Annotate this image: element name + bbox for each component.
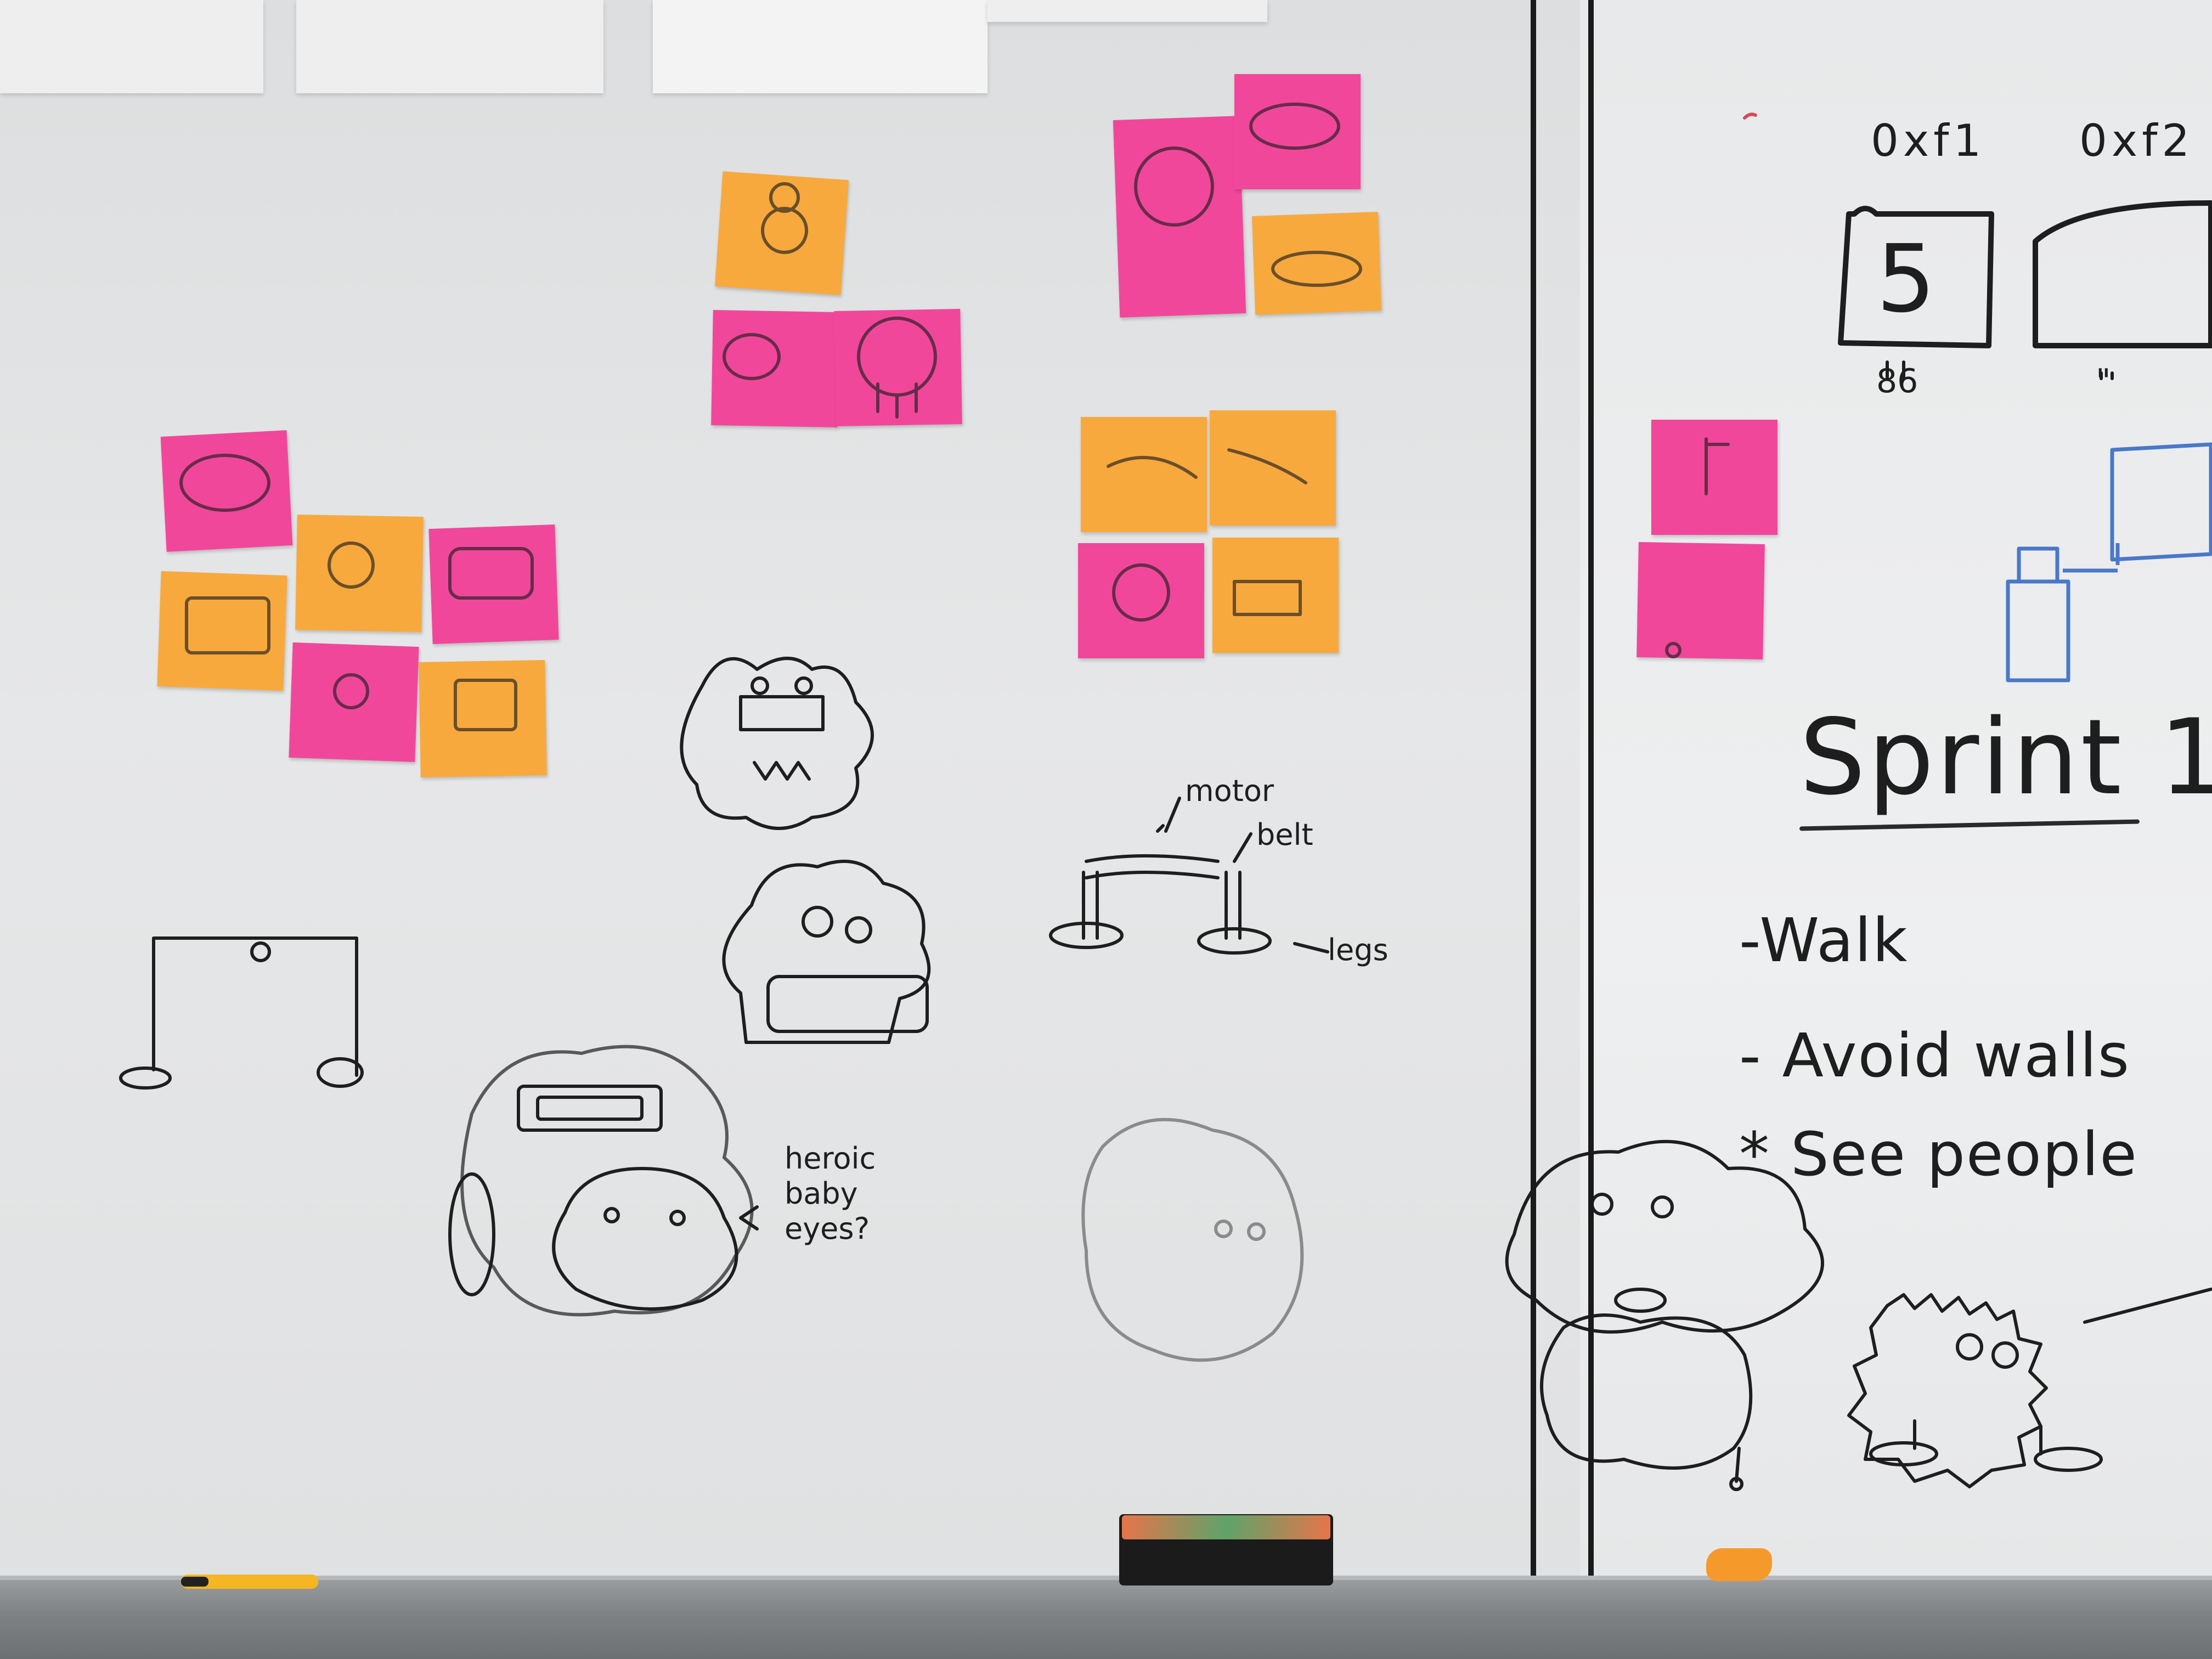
sticky-note [289,642,419,762]
sticky-note [1651,420,1778,535]
board-divider [1588,0,1594,1659]
sticky-note [711,310,839,427]
taped-paper-1 [0,0,263,93]
sticky-note [834,309,962,426]
sticky-note [1637,542,1765,659]
marker-cap [181,1577,208,1587]
sprint-title: Sprint 1 [1799,697,2212,818]
annotation-legs: legs [1328,933,1389,967]
annotation-question: heroic baby eyes? [785,1141,876,1246]
sticky-note [1113,116,1246,318]
annotation-belt: belt [1256,817,1313,852]
memory-cell-value: 5 [1876,225,1936,334]
marker-tray [0,1580,2212,1659]
sticky-note [295,515,424,632]
address-label: 0xf1 [1871,115,1986,166]
sticky-note [1234,74,1361,189]
sprint-item: - Avoid walls [1739,1020,2131,1091]
sticky-note [714,171,849,295]
annotation-motor: motor [1185,774,1274,808]
sticky-note [160,430,293,552]
taped-paper-4 [988,0,1267,22]
orange-magnet[interactable] [1706,1548,1772,1581]
sprint-item: -Walk [1739,905,1909,975]
sprint-item: * See people [1739,1119,2138,1189]
taped-paper-2 [296,0,603,93]
address-label: 0xf2 [2079,115,2194,166]
eraser-felt [1122,1515,1330,1539]
memory-cell-below-label: " [2096,362,2111,400]
taped-paper-3 [653,0,988,93]
sticky-note [1212,538,1339,653]
sticky-note [1251,212,1382,315]
sticky-note [419,660,547,777]
sticky-note [1081,417,1207,532]
memory-cell-below-label: 86 [1876,362,1918,400]
sticky-note [157,571,287,691]
board-divider [1531,0,1536,1659]
sticky-note [1210,410,1336,526]
sticky-note [1078,543,1204,658]
sticky-note [428,524,559,644]
